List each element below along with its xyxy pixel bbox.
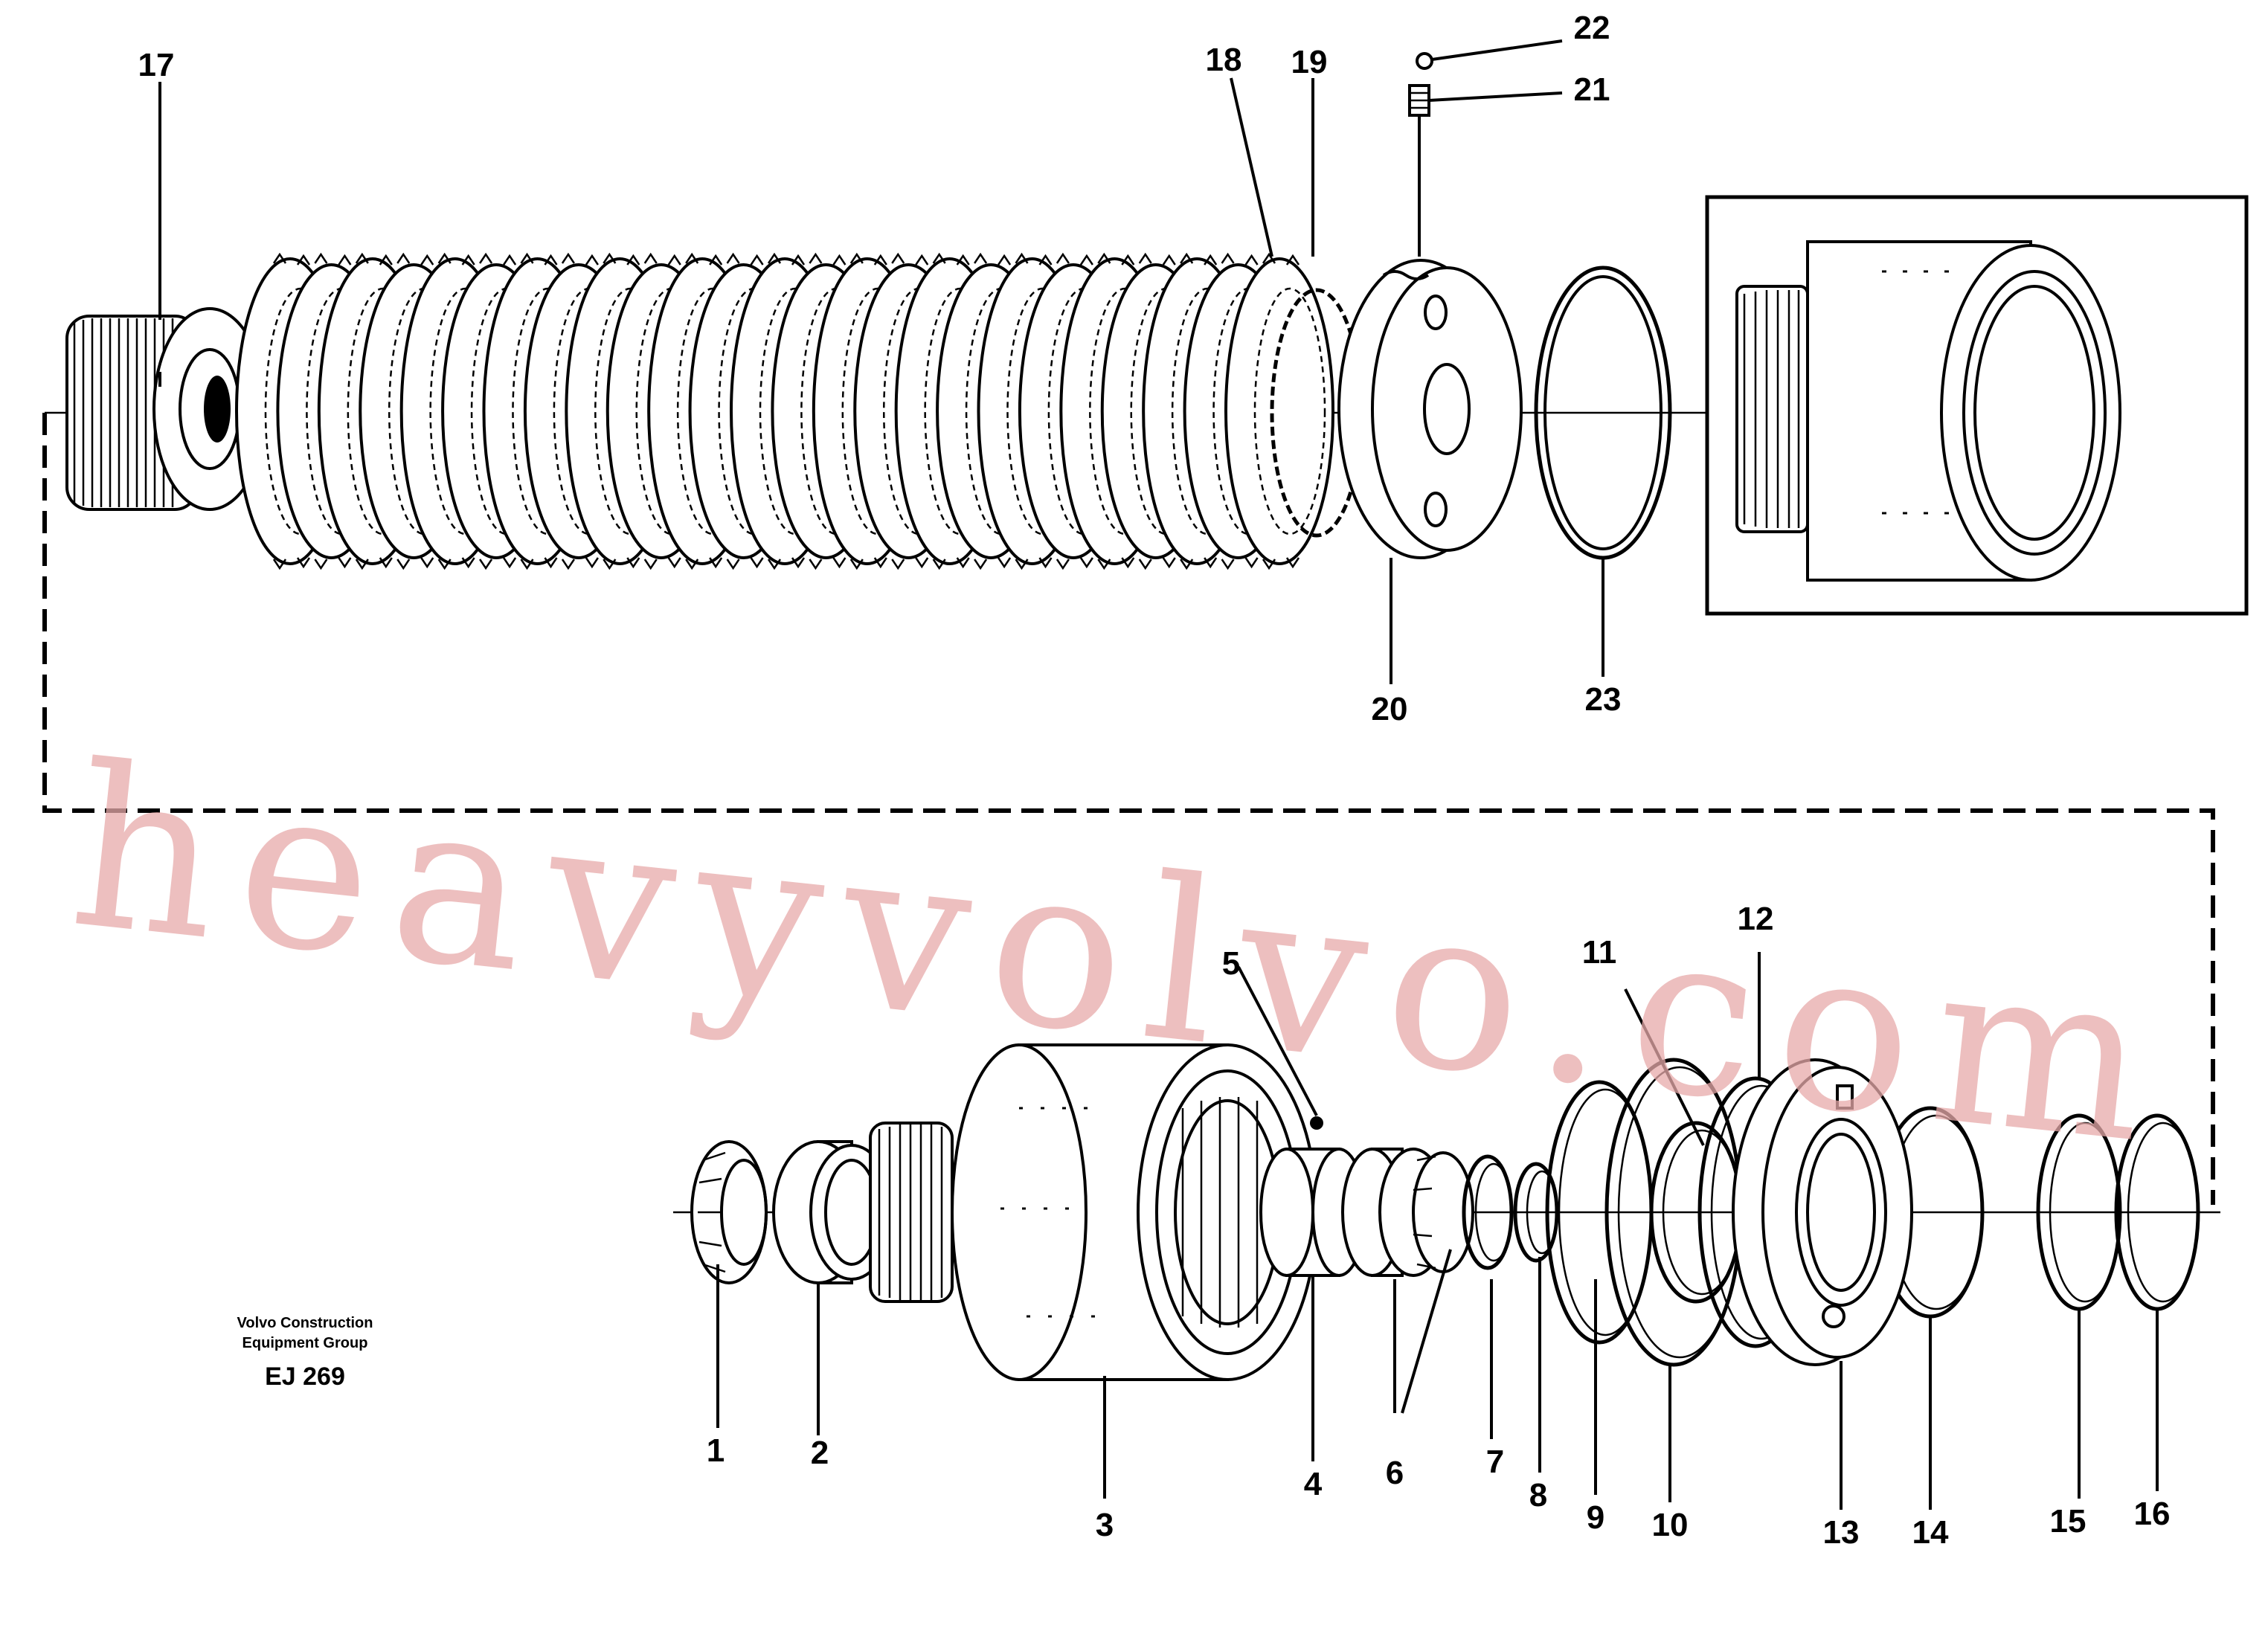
callout-13: 13: [1823, 1514, 1860, 1551]
callout-19: 19: [1291, 44, 1328, 80]
ring-part-8-inner-edge: [1526, 1170, 1558, 1255]
callout-11: 11: [1582, 934, 1617, 971]
diagram-caption: Volvo Construction Equipment Group EJ 26…: [237, 1315, 373, 1391]
callout-2: 2: [811, 1435, 829, 1471]
callout-23: 23: [1585, 681, 1622, 718]
plug-part-21: [1408, 84, 1430, 257]
callout-14: 14: [1912, 1514, 1949, 1551]
disc-teeth: [355, 252, 393, 570]
disc-teeth: [1221, 252, 1259, 570]
disc-inner-serration: [1253, 287, 1326, 535]
disc-teeth: [603, 252, 640, 570]
disc-teeth: [974, 252, 1012, 570]
callout-9: 9: [1587, 1499, 1604, 1536]
disc-teeth: [561, 252, 599, 570]
disc-teeth: [726, 252, 764, 570]
disc-teeth: [396, 252, 434, 570]
disc-teeth: [520, 252, 558, 570]
disc-teeth: [932, 252, 970, 570]
callout-16: 16: [2134, 1496, 2171, 1532]
callout-12: 12: [1738, 901, 1774, 937]
disc-teeth: [1138, 252, 1176, 570]
caption-drawing-code: EJ 269: [265, 1362, 345, 1391]
assembly-link-dashed-line: [42, 413, 2215, 1205]
disc-teeth: [314, 252, 352, 570]
callout-labels: 1 2 3 4 5 6 7 8 9 10 11 12 13 14 15 16 1…: [138, 10, 2171, 1551]
disc-teeth: [685, 252, 723, 570]
piston-part-13: [1732, 1058, 1913, 1366]
disc-teeth: [479, 252, 517, 570]
callout-10: 10: [1652, 1507, 1689, 1543]
callout-15: 15: [2050, 1503, 2087, 1539]
disc-teeth: [891, 252, 929, 570]
roller-bearing-part-1: [690, 1140, 768, 1284]
inset-drum-detail: [1705, 195, 2249, 616]
disc-teeth: [272, 252, 311, 570]
hub-part-17: [65, 307, 267, 511]
ball-part-5: [1310, 1116, 1323, 1130]
pressure-plate-part-20: [1337, 259, 1523, 559]
drum-part-3: [869, 1043, 1318, 1381]
callout-21: 21: [1574, 71, 1610, 108]
bearing-part-6: [1341, 1148, 1474, 1277]
clutch-disc-part-19: [1224, 257, 1334, 565]
ring-part-15-inner-edge: [2049, 1122, 2121, 1303]
callout-20: 20: [1372, 691, 1408, 727]
disc-teeth: [1097, 252, 1135, 570]
disc-teeth: [643, 252, 681, 570]
disc-teeth: [767, 252, 806, 570]
callout-5: 5: [1222, 945, 1240, 982]
disc-teeth: [1056, 252, 1093, 570]
ring-part-7-inner-edge: [1474, 1162, 1513, 1262]
callout-3: 3: [1096, 1507, 1114, 1543]
callout-leader-lines: [158, 39, 2159, 1510]
callout-6: 6: [1386, 1455, 1404, 1491]
callout-7: 7: [1486, 1444, 1504, 1480]
callout-1: 1: [707, 1432, 725, 1469]
callout-22: 22: [1574, 10, 1610, 46]
disc-teeth: [809, 252, 847, 570]
caption-company-line-2: Equipment Group: [242, 1335, 368, 1351]
clutch-disc-pack: [235, 252, 1363, 570]
ball-part-22: [1416, 52, 1433, 70]
disc-teeth: [849, 252, 887, 570]
caption-company-line-1: Volvo Construction: [237, 1315, 373, 1331]
disc-teeth: [1180, 252, 1218, 570]
callout-18: 18: [1206, 42, 1242, 78]
ring-part-16-inner-edge: [2127, 1122, 2200, 1303]
callout-4: 4: [1304, 1466, 1323, 1502]
disc-teeth: [1015, 252, 1053, 570]
disc-teeth: [437, 252, 475, 570]
disc-teeth: [1262, 252, 1300, 570]
callout-17: 17: [138, 47, 175, 83]
callout-8: 8: [1529, 1477, 1547, 1513]
